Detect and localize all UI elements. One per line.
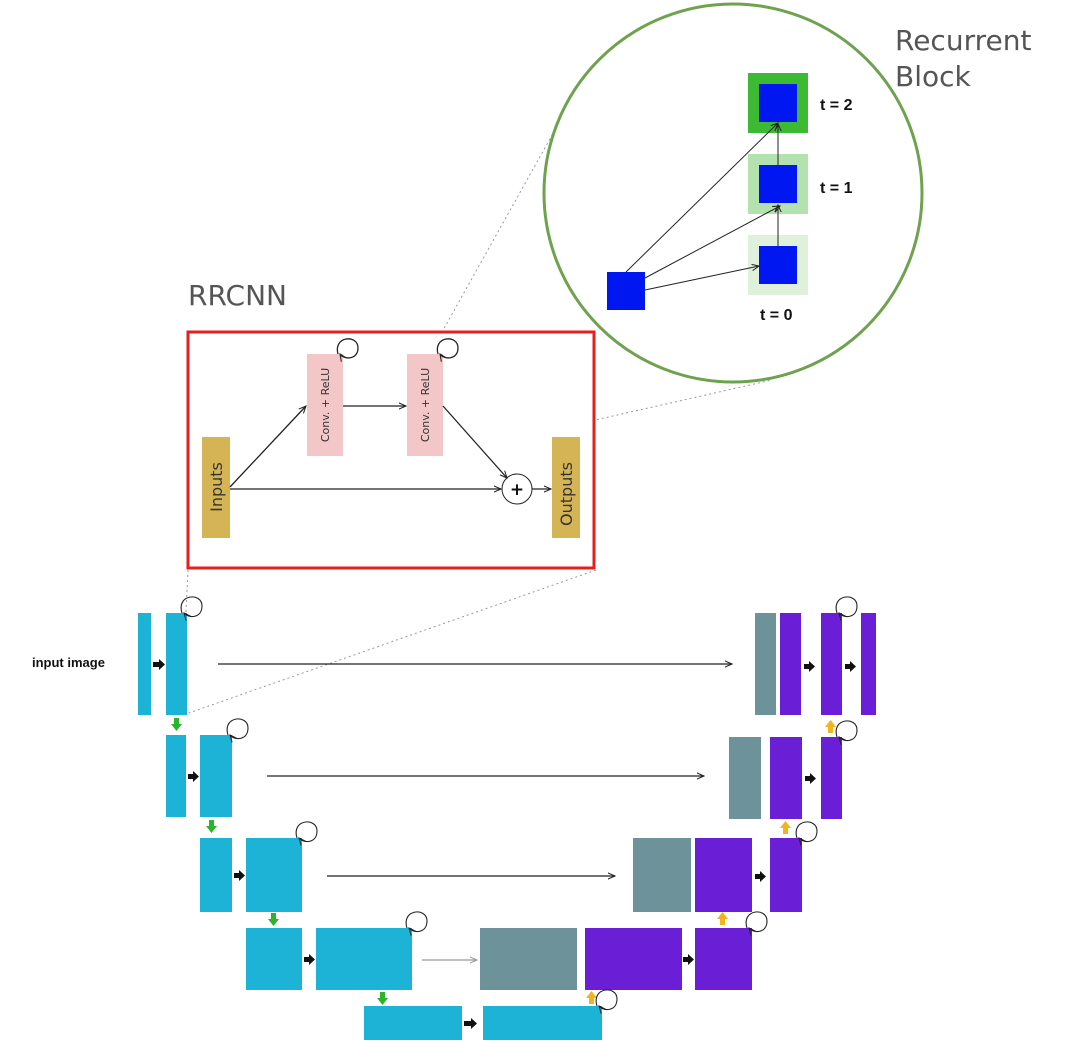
conv-arrow-enc-l4 — [304, 954, 315, 965]
conv1-recurrent-loop — [336, 338, 359, 358]
skip-blocks — [480, 613, 776, 990]
rrcnn-frame — [186, 330, 596, 570]
encoder-l2-b — [200, 735, 232, 817]
t2-unit — [759, 84, 797, 122]
down-arrow-l1 — [171, 718, 182, 731]
zoom-lines — [185, 127, 773, 715]
loop-dec-l4 — [745, 911, 768, 932]
decoder-l3-b — [770, 838, 802, 912]
encoder-l4-a — [246, 928, 302, 990]
encoder — [138, 613, 602, 1040]
up-arrow-l1 — [825, 720, 836, 733]
inputs-label: Inputs — [207, 462, 226, 512]
loop-dec-l1 — [835, 596, 858, 617]
skip-l4 — [480, 928, 577, 990]
upsample-arrows — [586, 720, 836, 1004]
encoder-l2-a — [166, 735, 186, 817]
bottleneck-a — [364, 1006, 462, 1040]
unet: input image — [32, 596, 876, 1040]
encoder-l3-a — [200, 838, 232, 912]
rrcnn-title: RRCNN — [188, 279, 287, 312]
rr-arrow-inputs-conv1 — [229, 406, 306, 488]
decoder — [585, 613, 876, 990]
decoder-l2-a — [770, 737, 802, 819]
up-arrow-l4 — [586, 991, 597, 1004]
down-arrow-l2 — [206, 820, 217, 833]
encoder-l3-b — [246, 838, 302, 912]
outputs-label: Outputs — [557, 462, 576, 526]
recurrent-block-circle — [542, 2, 924, 384]
loop-dec-l3 — [795, 821, 818, 842]
encoder-l4-b — [316, 928, 412, 990]
conv-arrow-dec-l3 — [755, 871, 766, 882]
zoom-line-unet-bottom — [185, 569, 597, 715]
rec-arrow-in-t0 — [644, 266, 759, 291]
rrcnn-block: RRCNN Inputs Outputs Conv. + ReLU Conv. … — [186, 279, 596, 570]
conv-arrow-dec-l1a — [804, 661, 815, 672]
input-unit — [607, 272, 645, 310]
label-t2: t = 2 — [820, 97, 853, 114]
down-arrow-l3 — [268, 913, 279, 926]
decoder-l3-a — [695, 838, 752, 912]
zoom-line-unet-top — [185, 569, 189, 613]
conv-arrow-enc-l1 — [153, 659, 165, 670]
loop-enc-l3 — [295, 821, 318, 842]
loop-bottleneck — [595, 989, 618, 1010]
recurrent-block-callout: Recurrent Block t = 2 t = 1 t = 0 — [542, 2, 1031, 384]
decoder-l1-b — [821, 613, 842, 715]
downsample-arrows — [171, 718, 388, 1005]
skip-l3 — [633, 838, 691, 912]
encoder-l1-a — [138, 613, 151, 715]
up-arrow-l2 — [780, 821, 791, 834]
label-t0: t = 0 — [760, 307, 793, 324]
recurrent-block-title-line2: Block — [895, 60, 972, 93]
decoder-l1-a — [780, 613, 801, 715]
conv-arrows — [153, 659, 856, 1029]
conv-relu-1-box — [307, 354, 343, 456]
inputs-box — [202, 437, 230, 538]
decoder-l4-b — [695, 928, 752, 990]
decoder-l1-c — [861, 613, 876, 715]
conv-relu-2-label: Conv. + ReLU — [419, 368, 432, 442]
bottleneck-b — [483, 1006, 602, 1040]
skip-l2 — [729, 737, 761, 819]
t0-unit — [759, 246, 797, 284]
t1-unit — [759, 165, 797, 203]
encoder-l1-b — [166, 613, 187, 715]
loop-enc-l1 — [180, 596, 203, 617]
loop-enc-l2 — [226, 718, 249, 739]
skip-l1 — [755, 613, 776, 715]
zoom-line-block-top — [431, 127, 557, 351]
rec-arrow-in-t1 — [644, 206, 780, 279]
conv2-recurrent-loop — [436, 338, 459, 358]
input-image-label: input image — [32, 655, 105, 670]
loop-dec-l2 — [835, 720, 858, 741]
conv-relu-2-box — [407, 354, 443, 456]
rr-arrow-conv2-sum — [442, 405, 507, 478]
conv-arrow-enc-l2 — [188, 771, 199, 782]
conv-arrow-dec-l1b — [845, 661, 856, 672]
conv-relu-1-label: Conv. + ReLU — [319, 368, 332, 442]
up-arrow-l3 — [717, 912, 728, 925]
label-t1: t = 1 — [820, 180, 853, 197]
loop-enc-l4 — [405, 911, 428, 932]
conv-arrow-bottleneck — [464, 1018, 477, 1029]
outputs-box — [552, 437, 580, 538]
conv-arrow-enc-l3 — [234, 870, 245, 881]
conv-arrow-dec-l4 — [683, 954, 694, 965]
decoder-l4-a — [585, 928, 682, 990]
recurrent-block-title-line1: Recurrent — [895, 24, 1031, 57]
decoder-l2-b — [821, 737, 842, 819]
down-arrow-l4 — [377, 992, 388, 1005]
rec-arrow-in-t2 — [625, 123, 778, 273]
conv-arrow-dec-l2 — [805, 773, 816, 784]
sum-node-label: + — [510, 480, 524, 500]
